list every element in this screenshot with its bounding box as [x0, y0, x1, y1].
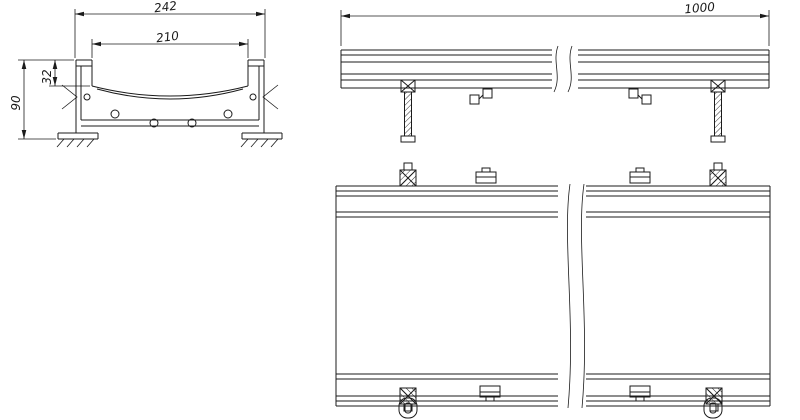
- foot-right: [240, 132, 283, 148]
- clamp-icon: [628, 88, 652, 105]
- plate-icon: [629, 385, 651, 402]
- edge-mark-right-icon: [262, 84, 279, 110]
- plate-icon: [475, 167, 497, 184]
- threaded-rod-icon: [710, 79, 726, 143]
- side-view: 1000: [340, 0, 770, 143]
- plan-outline: [335, 185, 771, 407]
- dim-height-label: 90: [9, 95, 23, 111]
- hole-icon: [149, 118, 159, 128]
- hole-icon: [223, 109, 233, 119]
- threaded-rod-icon: [400, 79, 416, 143]
- plate-icon: [479, 385, 501, 402]
- break-line: [567, 183, 585, 409]
- dim-outer-width-label: 242: [153, 0, 177, 15]
- hole-icon: [249, 93, 257, 101]
- nut-icon: [705, 387, 723, 412]
- dim-length-label: 1000: [684, 0, 716, 16]
- dim-outer-width: 242: [74, 0, 266, 58]
- channel-profile: [75, 59, 265, 133]
- dim-rim-height-label: 32: [40, 69, 54, 84]
- hole-icon: [83, 93, 91, 101]
- dim-inner-width-label: 210: [155, 29, 180, 46]
- break-line: [553, 45, 573, 93]
- dim-height: 90: [9, 59, 74, 140]
- dim-length: 1000: [340, 0, 770, 46]
- hole-icon: [187, 118, 197, 128]
- dim-inner-width: 210: [91, 29, 249, 58]
- clamp-icon: [469, 88, 493, 105]
- plan-view: [335, 162, 771, 419]
- edge-mark-left-icon: [61, 84, 78, 110]
- dim-rim-height: 32: [40, 60, 90, 87]
- hole-icon: [110, 109, 120, 119]
- nut-icon: [399, 162, 417, 187]
- cross-section-view: 242 210 90 32: [9, 0, 283, 148]
- foot-left: [56, 132, 99, 148]
- rail-profile-lines: [340, 49, 770, 89]
- plate-icon: [629, 167, 651, 184]
- nut-icon: [709, 162, 727, 187]
